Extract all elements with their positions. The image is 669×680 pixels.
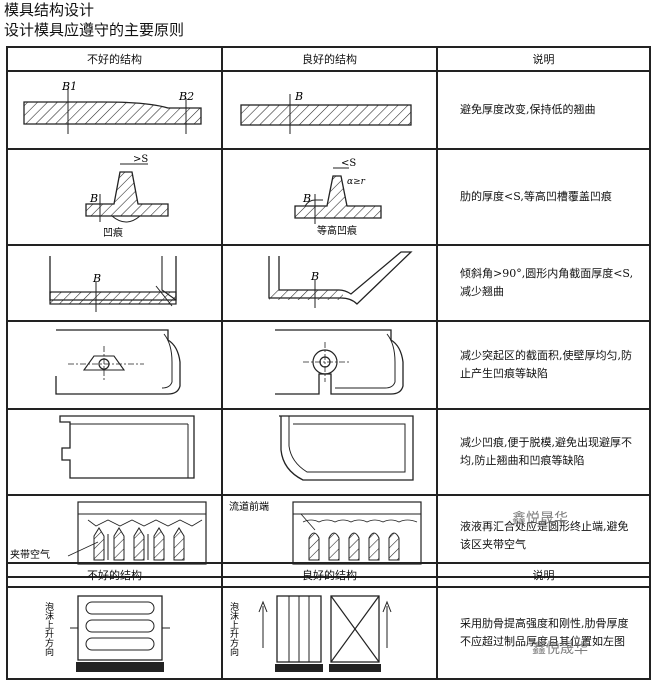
bad-diagram-rib: >S B 凹痕 <box>6 148 223 246</box>
good-diagram-rib: <S α≥r B 等高凹痕 <box>221 148 438 246</box>
table-row: 减少凹痕,便于脱模,避免出现避厚不均,防止翘曲和凹痕等缺陷 <box>6 408 651 496</box>
label-b2: B2 <box>178 90 194 103</box>
header-description: 说明 <box>436 562 651 588</box>
good-diagram-foam: 泡沫上升方向 <box>221 586 438 680</box>
design-principles-table: 不好的结构 良好的结构 说明 B1 B2 B 避免厚度改变,保持低的翘曲 <box>6 46 651 578</box>
bad-diagram-wall <box>6 408 223 496</box>
description-text: 肋的厚度<S,等高凹槽覆盖凹痕 <box>436 148 651 246</box>
label-alpha-r: α≥r <box>347 177 366 187</box>
label-b1: B1 <box>61 80 77 93</box>
header-good-structure: 良好的结构 <box>221 562 438 588</box>
label-foam-direction: 泡沫上升方向 <box>228 601 239 656</box>
bad-diagram-thickness: B1 B2 <box>6 70 223 150</box>
header-description: 说明 <box>436 46 651 72</box>
label-flow-front: 流道前端 <box>229 500 269 513</box>
good-diagram-thickness: B <box>221 70 438 150</box>
header-good-structure: 良好的结构 <box>221 46 438 72</box>
label-b: B <box>89 192 98 205</box>
description-text: 采用肋骨提高强度和刚性,肋骨厚度不应超过制品厚度且其位置如左图 <box>436 586 651 680</box>
foam-rib-table: 不好的结构 良好的结构 说明 泡沫上升方向 泡沫上升方向 <box>6 562 651 680</box>
header-bad-structure: 不好的结构 <box>6 562 223 588</box>
page-subtitle: 设计模具应遵守的主要原则 <box>4 21 185 39</box>
good-diagram-corner: B <box>221 244 438 322</box>
table-row: 减少突起区的截面积,使壁厚均匀,防止产生凹痕等缺陷 <box>6 320 651 410</box>
good-diagram-wall <box>221 408 438 496</box>
label-b: B <box>294 90 303 103</box>
label-trapped-air: 夹带空气 <box>10 548 50 561</box>
description-text: 减少凹痕,便于脱模,避免出现避厚不均,防止翘曲和凹痕等缺陷 <box>436 408 651 496</box>
label-b: B <box>92 272 101 285</box>
label-gt-s: >S <box>133 154 148 165</box>
description-text: 避免厚度改变,保持低的翘曲 <box>436 70 651 150</box>
table-header-row: 不好的结构 良好的结构 说明 <box>6 46 651 72</box>
watermark: 鑫悦晟华 <box>512 510 568 526</box>
table-row: B B 倾斜角>90°,圆形内角截面厚度<S,减少翘曲 <box>6 244 651 322</box>
table-row: B1 B2 B 避免厚度改变,保持低的翘曲 <box>6 70 651 150</box>
label-equal-sink: 等高凹痕 <box>317 224 357 237</box>
good-diagram-boss <box>221 320 438 410</box>
label-b: B <box>310 270 319 283</box>
table-row: 泡沫上升方向 泡沫上升方向 <box>6 586 651 680</box>
table-header-row: 不好的结构 良好的结构 说明 <box>6 562 651 588</box>
header-bad-structure: 不好的结构 <box>6 46 223 72</box>
bad-diagram-foam: 泡沫上升方向 <box>6 586 223 680</box>
description-text: 倾斜角>90°,圆形内角截面厚度<S,减少翘曲 <box>436 244 651 322</box>
bad-diagram-corner: B <box>6 244 223 322</box>
label-lt-s: <S <box>341 158 356 169</box>
table-row: >S B 凹痕 <S α≥r B 等高凹痕 肋的厚度<S,等高凹槽覆盖凹痕 <box>6 148 651 246</box>
description-text: 减少突起区的截面积,使壁厚均匀,防止产生凹痕等缺陷 <box>436 320 651 410</box>
label-foam-direction: 泡沫上升方向 <box>43 601 54 656</box>
label-sink-mark: 凹痕 <box>103 226 123 239</box>
label-b: B <box>302 192 311 205</box>
watermark: 鑫悦晟华 <box>532 640 588 656</box>
bad-diagram-boss <box>6 320 223 410</box>
page-title: 模具结构设计 <box>4 1 95 19</box>
